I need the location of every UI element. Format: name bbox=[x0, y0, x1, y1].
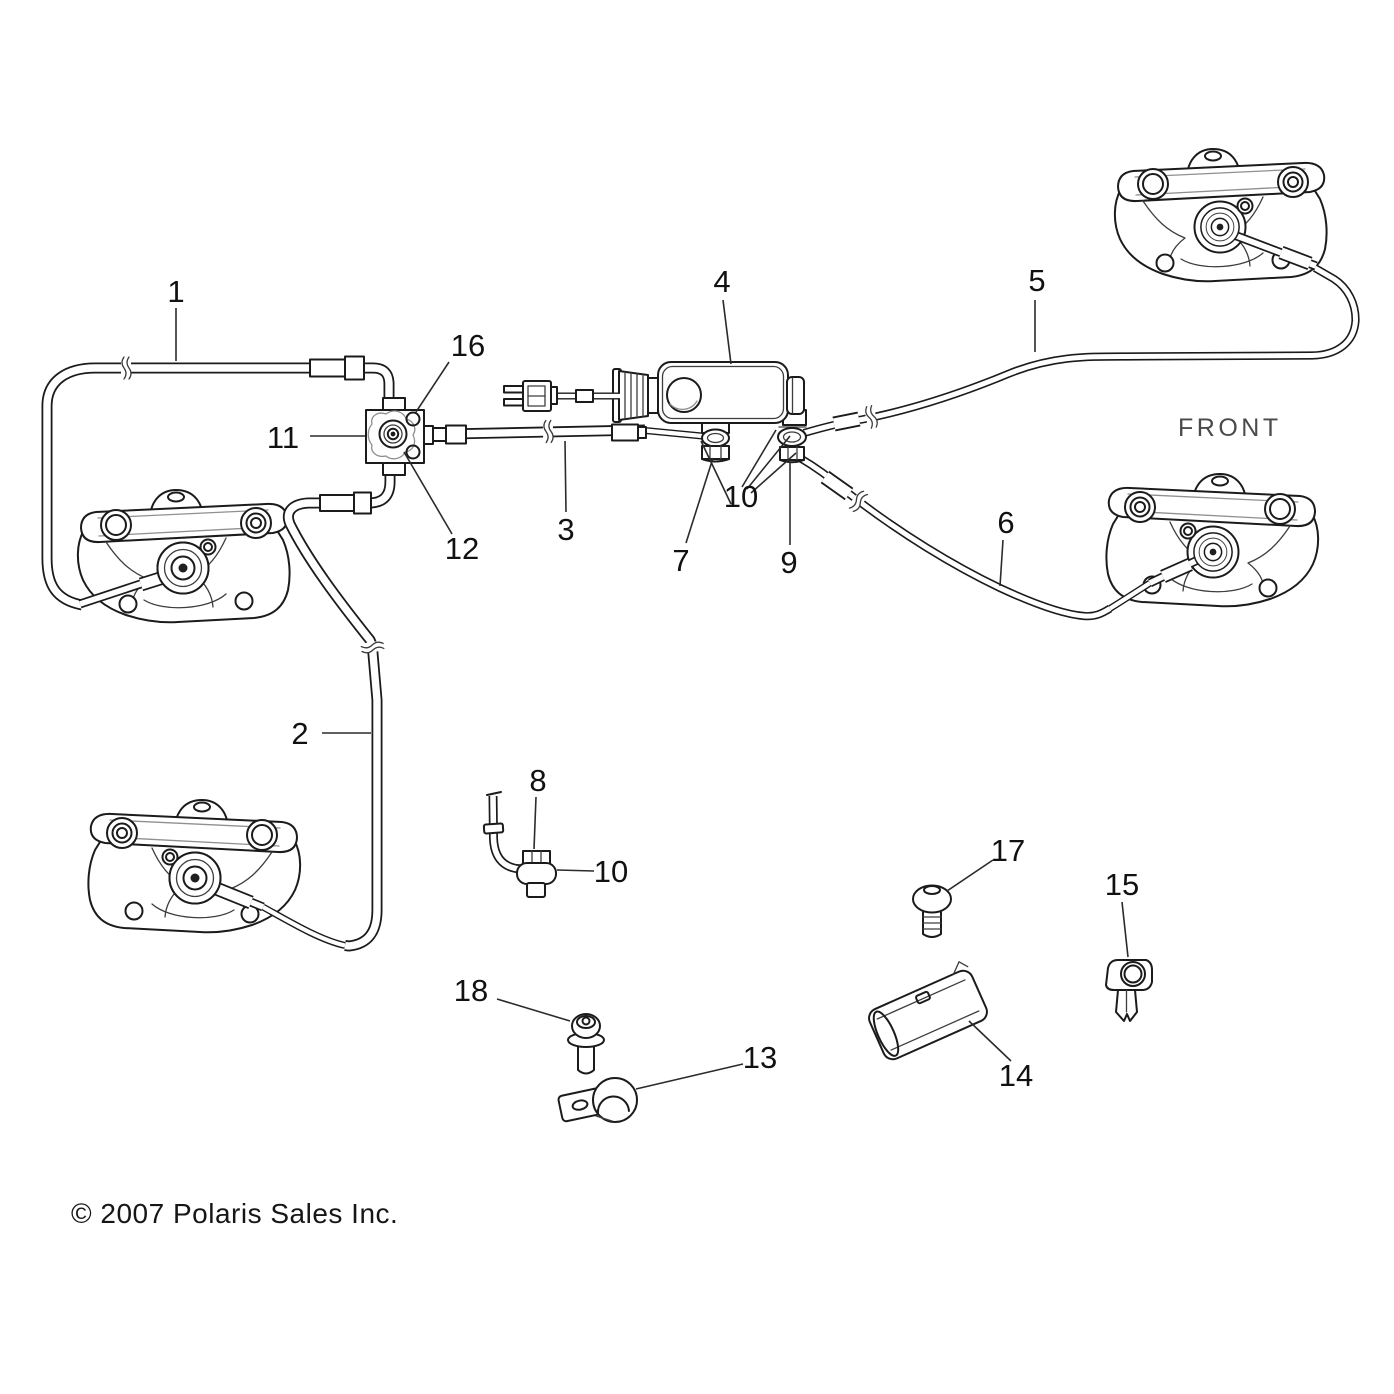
part-18-screw bbox=[567, 1013, 605, 1075]
part-13-clamp bbox=[557, 1077, 638, 1123]
leader-line-3 bbox=[564, 440, 567, 513]
part-14-clip bbox=[868, 961, 988, 1061]
brake-lines bbox=[47, 230, 1356, 946]
leader-line-10a bbox=[700, 440, 732, 505]
leader-line-12 bbox=[403, 451, 453, 535]
callout-3: 3 bbox=[557, 512, 574, 547]
reservoir-body bbox=[657, 361, 789, 424]
callout-2: 2 bbox=[291, 716, 308, 751]
leader-line-14 bbox=[968, 1020, 1012, 1062]
part-8-hose bbox=[482, 791, 557, 898]
callout-17: 17 bbox=[991, 833, 1025, 868]
junction-banjo-bolt bbox=[378, 419, 408, 449]
junction-banjo-bolt-mid bbox=[383, 424, 403, 444]
leader-line-15 bbox=[1121, 901, 1129, 958]
switch-connector bbox=[503, 380, 558, 412]
callout-4: 4 bbox=[713, 264, 730, 299]
callout-8: 8 bbox=[529, 763, 546, 798]
leader-line-4 bbox=[722, 299, 732, 365]
part-17-screw bbox=[912, 884, 952, 938]
callout-10b: 10 bbox=[594, 854, 628, 889]
leader-line-17 bbox=[946, 859, 994, 892]
callout-14: 14 bbox=[999, 1058, 1033, 1093]
junction-body bbox=[365, 409, 425, 464]
callout-6: 6 bbox=[997, 505, 1014, 540]
callout-11: 11 bbox=[267, 420, 299, 455]
leader-line-6 bbox=[999, 539, 1004, 587]
copyright: © 2007 Polaris Sales Inc. bbox=[71, 1198, 398, 1229]
leader-line-10a bbox=[741, 429, 777, 488]
master-cylinder bbox=[503, 361, 807, 464]
reservoir-cap-shade bbox=[669, 400, 698, 410]
hose-sleeves bbox=[138, 245, 1313, 909]
junction-banjo-bolt-inner bbox=[386, 427, 400, 441]
push-rod bbox=[554, 389, 620, 403]
hub-ring-right-rear bbox=[1193, 532, 1233, 572]
callout-16: 16 bbox=[451, 328, 485, 363]
leader-line-7 bbox=[685, 457, 714, 544]
leader-line-8 bbox=[533, 796, 537, 850]
junction-hole-top bbox=[405, 411, 421, 427]
leader-line-13 bbox=[635, 1063, 744, 1090]
part-15-rivet bbox=[1105, 959, 1153, 1022]
leader-line-16 bbox=[415, 361, 450, 413]
reservoir-cap-circle bbox=[666, 377, 702, 413]
junction-block bbox=[365, 397, 434, 476]
hub-ring-right-front bbox=[1200, 207, 1240, 247]
junction-banjo-bolt-center bbox=[390, 431, 396, 437]
banjo-fitting-7 bbox=[701, 422, 730, 463]
leader-line-10a bbox=[750, 452, 797, 494]
callout-7: 7 bbox=[672, 543, 689, 578]
leader-line-18 bbox=[496, 998, 571, 1022]
front-label: FRONT bbox=[1178, 414, 1282, 442]
callout-9: 9 bbox=[780, 545, 797, 580]
callout-10a: 10 bbox=[724, 479, 758, 514]
callout-5: 5 bbox=[1028, 263, 1045, 298]
callout-13: 13 bbox=[743, 1040, 777, 1075]
callout-1: 1 bbox=[167, 274, 184, 309]
leader-line-10b bbox=[556, 869, 595, 872]
leader-line-10a bbox=[746, 435, 791, 490]
cylinder-end-cap bbox=[786, 376, 805, 415]
junction-hole-bottom bbox=[405, 444, 421, 460]
callout-18: 18 bbox=[454, 973, 488, 1008]
hub-ring-left-rear bbox=[168, 851, 222, 905]
callout-12: 12 bbox=[445, 531, 479, 566]
hub-ring-left-front bbox=[156, 541, 210, 595]
callout-15: 15 bbox=[1105, 867, 1139, 902]
reservoir-inner-line bbox=[661, 365, 785, 420]
